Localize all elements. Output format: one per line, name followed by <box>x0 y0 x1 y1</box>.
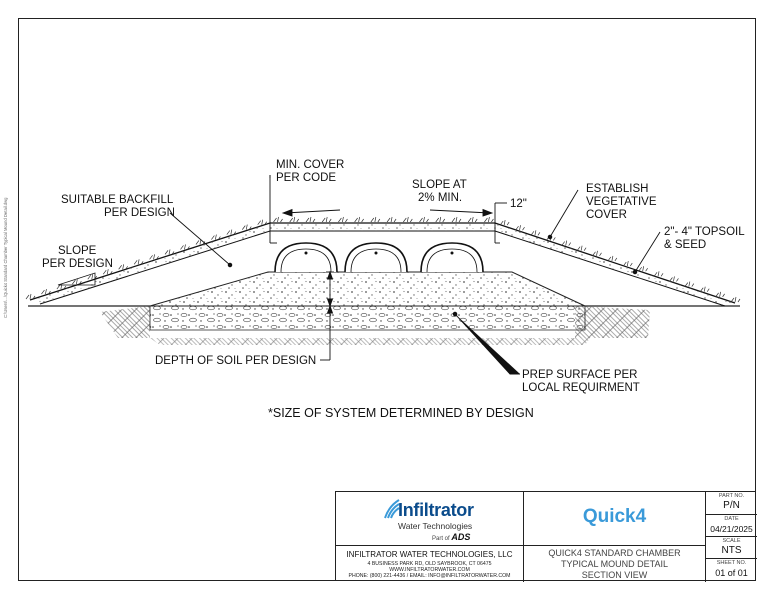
company-name: INFILTRATOR WATER TECHNOLOGIES, LLC <box>346 550 513 559</box>
logo-cell: Infiltrator Water Technologies Part of A… <box>336 492 524 546</box>
title-block: Infiltrator Water Technologies Part of A… <box>335 491 757 582</box>
grass-tuft <box>638 266 648 272</box>
fill-media <box>149 271 586 307</box>
grass-tuft <box>41 288 51 295</box>
grass-tuft <box>499 219 510 226</box>
chamber-3 <box>420 242 484 273</box>
topsoil-band <box>30 223 735 306</box>
meta-sheet-no: SHEET NO. 01 of 01 <box>715 560 748 578</box>
prep-surface-layer <box>149 305 586 331</box>
grass-tuft <box>484 216 494 223</box>
label-depth-soil: DEPTH OF SOIL PER DESIGN <box>155 355 316 367</box>
company-address: 4 BUSINESS PARK RD, OLD SAYBROOK, CT 064… <box>367 561 492 567</box>
grass-tuft <box>386 216 397 223</box>
grass-tuft <box>354 216 364 223</box>
grass-tuft <box>72 279 82 285</box>
grass-tuft <box>561 240 571 246</box>
label-backfill-2: PER DESIGN <box>104 207 175 219</box>
grass-tuft <box>435 216 446 223</box>
grass-tuft <box>180 244 190 250</box>
grass-tuft <box>530 230 541 236</box>
chamber-row <box>274 242 484 273</box>
meta-scale: SCALE NTS <box>706 537 757 559</box>
brand-name: Quick4 <box>582 506 647 527</box>
description-line-3: SECTION VIEW <box>581 570 648 580</box>
grass-tuft <box>118 264 128 270</box>
native-soil-left <box>100 306 150 338</box>
grass-tuft <box>699 286 710 292</box>
grass-tuft <box>241 224 252 230</box>
description-line-1: QUICK4 STANDARD CHAMBER <box>548 548 681 558</box>
company-web: WWW.INFILTRATORWATER.COM <box>389 567 470 573</box>
infiltrator-logo-icon <box>384 499 400 519</box>
label-prep-surface-2: LOCAL REQUIRMENT <box>522 382 640 394</box>
label-slope-design-1: SLOPE <box>58 245 97 257</box>
grass-tuft <box>715 291 725 298</box>
grass-tuft <box>25 293 36 300</box>
brand-cell: Quick4 <box>524 492 706 546</box>
grass-tuft <box>257 219 268 225</box>
meta-part-no: PART NO. P/N <box>706 492 757 515</box>
grass-tuft <box>226 229 237 235</box>
label-topsoil-2: & SEED <box>664 239 706 251</box>
grass-tuft <box>419 216 429 223</box>
callout-labels: MIN. COVER PER CODE SLOPE AT 2% MIN. 12"… <box>42 159 745 420</box>
grass-tuft <box>592 250 602 257</box>
label-slope-2pct-1: SLOPE AT <box>412 179 467 191</box>
grass-tuft <box>338 216 348 223</box>
grass-tuft <box>515 225 525 231</box>
grass-tuft <box>607 255 618 262</box>
company-phone: PHONE: (800) 221-4436 / EMAIL: INFO@INFI… <box>348 573 511 579</box>
grass-tuft <box>451 216 462 223</box>
label-backfill-1: SUITABLE BACKFILL <box>61 194 174 206</box>
label-establish-3: COVER <box>586 209 627 221</box>
grass-tuft <box>370 216 381 223</box>
label-establish-2: VEGETATIVE <box>586 196 657 208</box>
native-soil-base <box>150 338 590 345</box>
grass-tuft <box>164 249 175 255</box>
logo-sub: Water Technologies <box>398 521 473 531</box>
meta-cell: PART NO. P/N DATE 04/21/2025 SCALE NTS S… <box>706 492 757 582</box>
grass-tuft <box>321 216 332 223</box>
grass-tuft <box>149 254 159 260</box>
ads-logo: ADS <box>451 532 471 542</box>
grass-tuft <box>576 245 587 251</box>
grass-tuft <box>273 216 283 223</box>
grass-tuft <box>684 281 695 287</box>
logo-part-of: Part of ADS <box>432 532 471 542</box>
chamber-2 <box>344 242 408 273</box>
label-prep-surface-1: PREP SURFACE PER <box>522 369 637 381</box>
company-cell: INFILTRATOR WATER TECHNOLOGIES, LLC 4 BU… <box>336 546 524 582</box>
chamber-1 <box>274 242 338 273</box>
grass-tuft <box>403 216 413 223</box>
label-slope-design-2: PER DESIGN <box>42 258 113 270</box>
label-min-cover-2: PER CODE <box>276 172 336 184</box>
label-topsoil-1: 2"- 4" TOPSOIL <box>664 226 745 238</box>
grass-tuft <box>289 216 300 223</box>
meta-date: DATE 04/21/2025 <box>706 515 757 537</box>
label-slope-2pct-2: 2% MIN. <box>418 192 462 204</box>
grass-tuft <box>211 234 221 240</box>
grass-tuft <box>622 261 633 267</box>
label-12in: 12" <box>510 198 527 210</box>
grass-tuft <box>730 296 741 303</box>
grass-tuft <box>305 216 316 223</box>
grass-tuft <box>102 269 113 275</box>
label-min-cover-1: MIN. COVER <box>276 159 344 171</box>
native-soil-right <box>575 306 650 338</box>
grass-tuft <box>653 271 664 277</box>
grass-tuft <box>467 216 478 223</box>
system-size-note: *SIZE OF SYSTEM DETERMINED BY DESIGN <box>268 406 534 420</box>
description-cell: QUICK4 STANDARD CHAMBER TYPICAL MOUND DE… <box>524 546 706 582</box>
description-line-2: TYPICAL MOUND DETAIL <box>560 559 668 569</box>
drawing-frame <box>18 18 756 581</box>
grass-tufts <box>25 216 741 303</box>
dimensions <box>57 175 661 375</box>
grass-tuft <box>669 276 679 282</box>
logo-name: Infiltrator <box>398 500 474 520</box>
grass-tuft <box>133 259 144 265</box>
label-establish-1: ESTABLISH <box>586 183 648 195</box>
